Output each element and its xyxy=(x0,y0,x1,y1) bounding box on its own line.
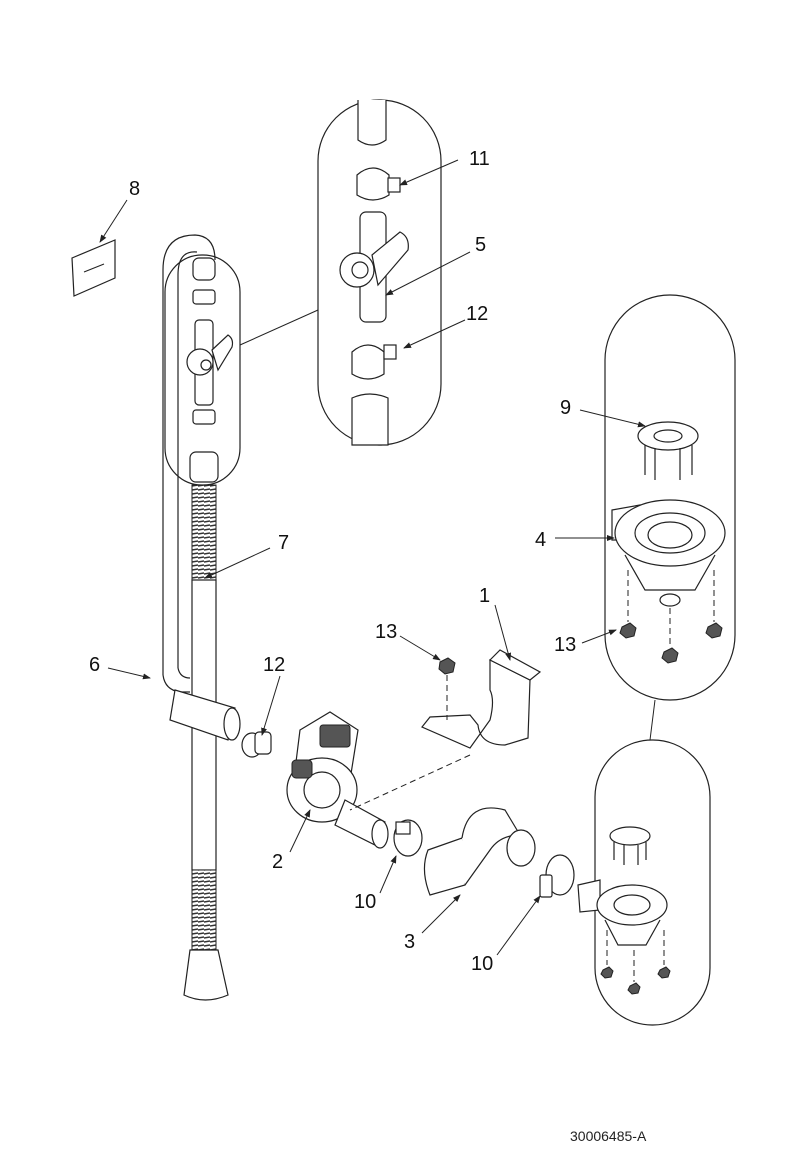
label-card xyxy=(71,239,116,297)
drain-detail-large xyxy=(611,421,726,664)
callout-12: 12 xyxy=(466,303,488,325)
elbow-fitting xyxy=(423,807,536,896)
detail-capsule-drain-large xyxy=(604,294,736,701)
detail-connector-line xyxy=(239,309,319,346)
callout-6: 6 xyxy=(89,654,100,676)
mounting-bracket xyxy=(421,649,542,749)
callout-13: 13 xyxy=(375,621,397,643)
large-detail-parts xyxy=(339,100,409,446)
callout-1: 1 xyxy=(479,585,490,607)
callout-12: 12 xyxy=(263,654,285,676)
drain-detail-small xyxy=(577,826,671,995)
detail-capsule-drain-small xyxy=(594,739,711,1026)
callout-leaders xyxy=(99,159,646,956)
detail-connector-line xyxy=(649,699,656,741)
callout-11: 11 xyxy=(469,148,490,170)
callout-8: 8 xyxy=(129,178,140,200)
callout-3: 3 xyxy=(404,931,415,953)
callout-13: 13 xyxy=(554,634,576,656)
callout-4: 4 xyxy=(535,529,546,551)
tube-and-small-detail xyxy=(162,234,241,1001)
document-number: 30006485-A xyxy=(570,1128,647,1144)
callout-10: 10 xyxy=(471,953,493,975)
clamp-12 xyxy=(241,731,272,758)
clamp-10a xyxy=(393,819,423,857)
clamp-10b xyxy=(539,854,575,898)
assembly-line xyxy=(349,754,471,811)
valve-body xyxy=(286,711,389,849)
callout-10: 10 xyxy=(354,891,376,913)
nut xyxy=(438,657,456,675)
callout-9: 9 xyxy=(560,397,571,419)
callout-7: 7 xyxy=(278,532,289,554)
callout-5: 5 xyxy=(475,234,486,256)
callout-2: 2 xyxy=(272,851,283,873)
